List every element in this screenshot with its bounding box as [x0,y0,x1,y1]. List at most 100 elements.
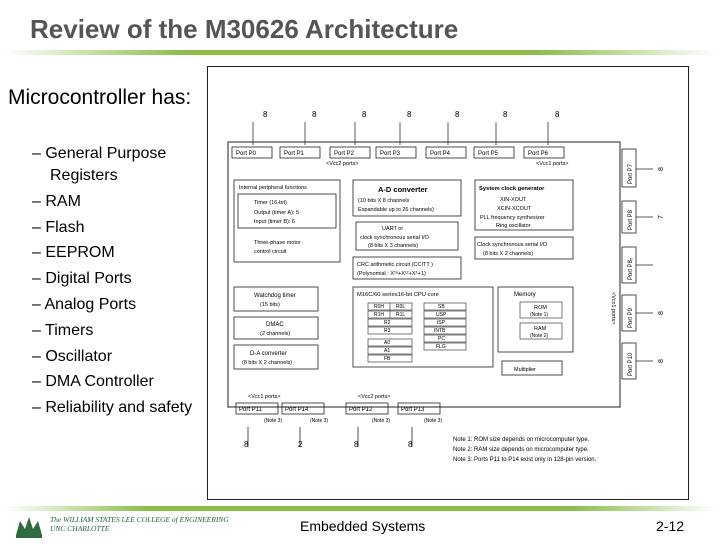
bit-label: 8 [244,440,249,449]
uart-line: clock synchronous serial I/O [360,235,429,241]
vcc-group-label: <Vcc1 ports> [610,292,616,324]
register-label: FB [384,356,391,362]
port-label: Port P1 [284,151,305,157]
dmac-label: DMAC [266,322,284,328]
memory-header: Memory [514,292,536,298]
diagram-note: Note 2: RAM size depends on microcompute… [453,447,589,453]
logo-line: UNC CHARLOTTE [50,524,110,533]
bit-label: 8 [658,311,665,315]
bit-label: 8 [658,359,665,363]
timer-line: Input (timer B): 6 [254,219,295,225]
intro-text: Microcontroller has: [8,86,192,109]
register-label: USP [436,312,447,318]
multiplier-label: Multiplier [514,367,536,373]
port-note: (Note 3) [372,418,390,424]
port-label: Port P14 [285,407,309,413]
clock-line: Ring oscillator [496,223,531,229]
bit-label: 2 [298,440,303,449]
port-label: Port P6 [528,151,549,157]
register-label: A0 [384,340,390,346]
port-label: Port P13 [401,407,425,413]
list-item: – Digital Ports [32,270,132,288]
register-label: R1L [396,312,405,318]
architecture-block-diagram: 8 8 8 8 8 8 8 Port P0 Port P1 Port P2 Po… [207,66,689,500]
da-converter-label: (8 bits X 2 channels) [242,360,292,366]
slide-title: Review of the M30626 Architecture [30,14,459,44]
bit-label: 8 [658,167,665,171]
register-label: FLG [436,344,446,350]
crc-line: CRC arithmetic circuit (CCITT ) [357,262,433,268]
clock-line: PLL frequency synthesizer [480,215,545,221]
list-item: – Flash [32,218,85,236]
vcc-group-label: <Vcc2 ports> [358,394,390,400]
register-label: R2 [384,320,391,326]
port-label: Port P7 [628,163,634,184]
uart-line: UART or [382,226,403,232]
list-item: – EEPROM [32,244,115,262]
block-header: Internal peripheral functions [239,185,307,191]
ram-label: (Note 2) [530,333,548,339]
register-label: R0H [374,304,384,310]
register-label: INTB [434,328,446,334]
crown-icon [16,517,42,538]
timer-line: Timer (16-bit) [254,200,287,206]
bit-label: 8 [408,440,413,449]
port-label: Port P9 [628,307,634,328]
clock-line: XIN-XOUT [500,197,527,203]
vcc-group-label: <Vcc1 ports> [248,394,280,400]
port-note: (Note 3) [310,418,328,424]
list-item: – RAM [32,192,81,210]
watchdog-label: (15 bits) [260,302,280,308]
sio-line: (8 bits X 2 channels) [483,251,533,257]
list-item: – DMA Controller [32,373,154,391]
cpu-header: M16C/60 series16-bit CPU core [357,292,439,298]
register-label: R0L [396,304,405,310]
list-item: – Reliability and safety [32,399,193,417]
bit-label: 8 [555,110,560,119]
adc-title: A-D converter [378,185,428,194]
register-label: R1H [374,312,384,318]
dmac-label: (2 channels) [260,331,290,337]
register-label: ISP [437,320,446,326]
port-label: Port P2 [334,151,355,157]
bit-label: 8 [503,110,508,119]
ram-label: RAM [534,326,547,332]
uart-line: (8 bits X 3 channels) [368,243,418,249]
adc-line: Expandable up to 26 channels) [358,207,434,213]
diagram-note: Note 3: Ports P11 to P14 exist only in 1… [453,457,597,463]
feature-list: – General Purpose Registers – RAM – Flas… [32,143,202,423]
bit-label: 8 [312,110,317,119]
rom-label: ROM [534,305,547,311]
port-label: Port P3 [380,151,401,157]
sio-line: Clock synchronous serial I/O [477,242,548,248]
logo-line: The WILLIAM STATES LEE COLLEGE of ENGINE… [50,515,229,524]
page-number: 2-12 [656,518,685,534]
bit-label: 8 [354,440,359,449]
bit-label: 8 [407,110,412,119]
port-note: (Note 3) [264,418,282,424]
register-label: PC [438,336,445,342]
bit-label: 8 [362,110,367,119]
diagram-note: Note 1: ROM size depends on microcompute… [453,437,590,443]
register-label: A1 [384,348,390,354]
motor-line: control circuit [254,249,287,255]
register-label: SB [438,304,445,310]
port-label: Port P10 [628,352,634,376]
vcc-group-label: <Vcc2 ports> [326,161,358,167]
list-item: – Oscillator [32,347,113,365]
footer-course-title: Embedded Systems [300,518,426,534]
da-converter-label: D-A converter [250,351,287,357]
port-label: Port P8₅ [628,257,634,280]
title-divider [4,50,716,55]
list-item: – Timers [32,321,94,339]
port-label: Port P4 [430,151,451,157]
port-note: (Note 3) [424,418,442,424]
adc-line: (10 bits X 8 channels [358,198,410,204]
college-logo: The WILLIAM STATES LEE COLLEGE of ENGINE… [14,513,274,539]
port-label: Port P5 [478,151,499,157]
vcc-group-label: <Vcc1 ports> [536,161,568,167]
register-label: R3 [384,328,391,334]
list-item: – Analog Ports [32,295,137,313]
port-label: Port P0 [236,151,257,157]
motor-line: Three-phase motor [254,240,301,246]
